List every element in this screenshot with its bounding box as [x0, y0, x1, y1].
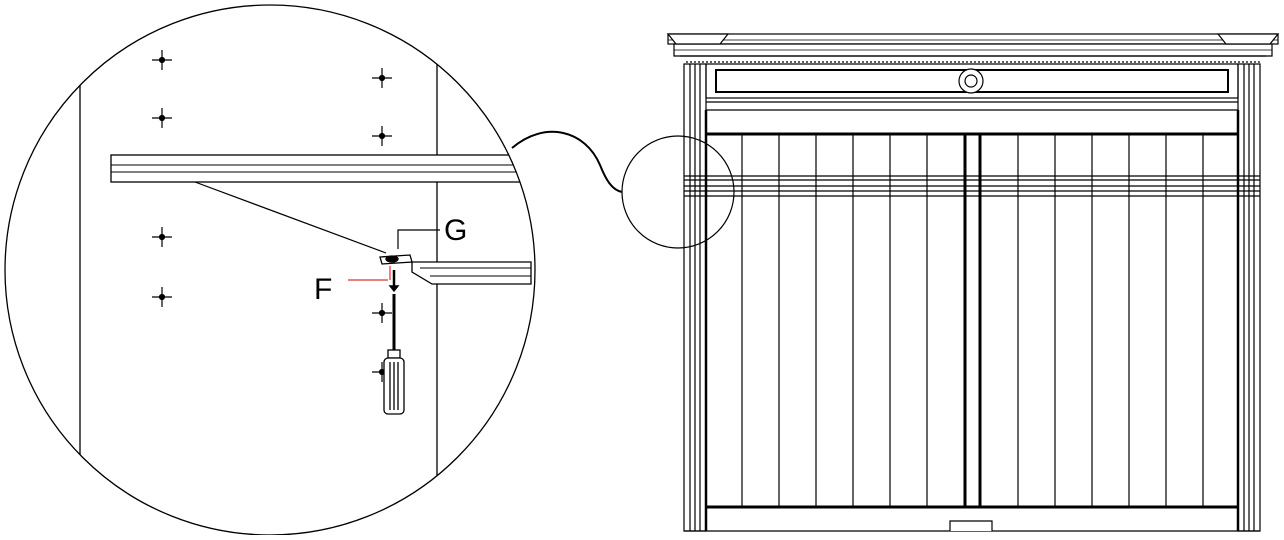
- door-slats: [741, 134, 1204, 507]
- screw-hole: [372, 68, 392, 88]
- cabinet-doors: [704, 110, 1240, 531]
- hinge-plate-icon: [379, 254, 413, 265]
- screw-hole: [152, 287, 172, 307]
- callout-f: F: [314, 266, 391, 306]
- screw-hole: [152, 108, 172, 128]
- bottom-notch: [949, 520, 993, 531]
- detail-connector: [511, 130, 623, 193]
- detail-contents: [79, 5, 532, 535]
- callout-g: G: [397, 214, 467, 249]
- screw-hole: [152, 50, 172, 70]
- crown-molding: [666, 33, 1280, 63]
- callout-f-label: F: [314, 273, 332, 306]
- detail-indicator-circle: [621, 135, 735, 249]
- screw-hole: [152, 227, 172, 247]
- screw-hole: [372, 126, 392, 146]
- screw-icon: [388, 270, 400, 293]
- perspective-line: [194, 181, 387, 254]
- cabinet-front: [666, 33, 1280, 532]
- callout-g-leader: [397, 229, 440, 249]
- shelf-rail: [110, 154, 532, 183]
- callout-g-label: G: [444, 214, 467, 247]
- screw-hole: [372, 303, 392, 323]
- horizontal-rails: [684, 101, 1260, 532]
- bottom-ledge: [411, 261, 532, 285]
- screwdriver-icon: [383, 294, 405, 415]
- detail-view: [4, 4, 536, 536]
- screw-holes: [152, 50, 392, 382]
- frieze-panel: [705, 63, 1239, 99]
